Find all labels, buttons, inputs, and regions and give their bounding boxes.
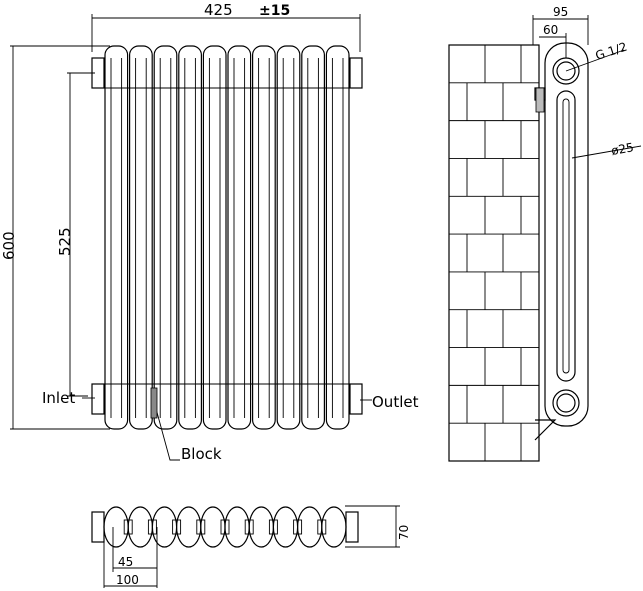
radiator-columns bbox=[104, 45, 350, 430]
wall-plate bbox=[535, 87, 545, 113]
plan-nipple bbox=[268, 519, 278, 535]
plan-section bbox=[321, 506, 347, 548]
column-section bbox=[301, 45, 325, 430]
wall-offset-value: 60 bbox=[543, 23, 558, 37]
plan-depth-dimension: 70 bbox=[345, 505, 411, 548]
tube-label: ø25 bbox=[610, 140, 635, 158]
plan-inlet bbox=[91, 511, 105, 543]
brick-wall bbox=[448, 44, 540, 462]
width-dimension: 425 ±15 bbox=[91, 1, 361, 52]
block-marker bbox=[150, 387, 158, 419]
column-section bbox=[252, 45, 276, 430]
column-section bbox=[202, 45, 227, 430]
plan-nipple bbox=[220, 519, 230, 535]
width-tolerance: ±15 bbox=[259, 3, 290, 19]
column-section bbox=[276, 45, 301, 430]
plan-nipple bbox=[317, 519, 327, 535]
plan-outlet bbox=[345, 511, 359, 543]
plan-nipple bbox=[244, 519, 254, 535]
bottom-connection bbox=[552, 389, 580, 417]
centres-height-value: 525 bbox=[56, 227, 74, 256]
column-section bbox=[178, 45, 203, 430]
top-connection-inner bbox=[556, 61, 576, 81]
plan-nipple bbox=[196, 519, 206, 535]
bottom-connection-inner bbox=[556, 393, 576, 413]
column-section bbox=[153, 45, 178, 430]
plan-depth-value: 70 bbox=[397, 525, 411, 540]
column-section bbox=[227, 45, 252, 430]
plan-nipple bbox=[172, 519, 182, 535]
plan-sections bbox=[91, 506, 359, 548]
depth-total-value: 95 bbox=[553, 5, 568, 19]
tube-leader bbox=[571, 145, 642, 159]
connectors bbox=[91, 57, 363, 415]
section-pitch-value: 45 bbox=[118, 555, 133, 569]
block-leader bbox=[154, 404, 180, 461]
side-view: 95 60 G 1/2 ø25 bbox=[448, 5, 642, 462]
side-inner-tube-core bbox=[562, 98, 570, 374]
side-column-body bbox=[544, 42, 589, 427]
inlet-label: Inlet bbox=[42, 389, 75, 407]
plan-view: 70 45 100 bbox=[91, 505, 411, 588]
pitch-dimension: 45 bbox=[112, 527, 158, 572]
block-label: Block bbox=[181, 445, 222, 463]
plan-nipple bbox=[147, 519, 157, 535]
outlet-label: Outlet bbox=[372, 393, 419, 411]
end-offset-value: 100 bbox=[116, 573, 139, 587]
height-total-value: 600 bbox=[0, 231, 18, 260]
foot-bracket bbox=[534, 419, 557, 441]
thread-leader bbox=[565, 49, 625, 72]
plan-nipple bbox=[293, 519, 303, 535]
depth-dimensions: 95 60 bbox=[532, 5, 589, 58]
plan-nipple bbox=[123, 519, 133, 535]
thread-label: G 1/2 bbox=[594, 40, 629, 63]
width-value: 425 bbox=[204, 1, 233, 19]
front-view: 425 ±15 600 525 Inlet Outlet bbox=[0, 1, 419, 463]
centres-dimension: 525 bbox=[56, 72, 95, 397]
column-section bbox=[104, 45, 129, 430]
column-section bbox=[129, 45, 153, 430]
offset-dimension: 100 bbox=[103, 540, 158, 588]
side-inner-tube bbox=[556, 90, 576, 382]
height-dimension: 600 bbox=[0, 45, 110, 430]
column-section bbox=[325, 45, 350, 430]
